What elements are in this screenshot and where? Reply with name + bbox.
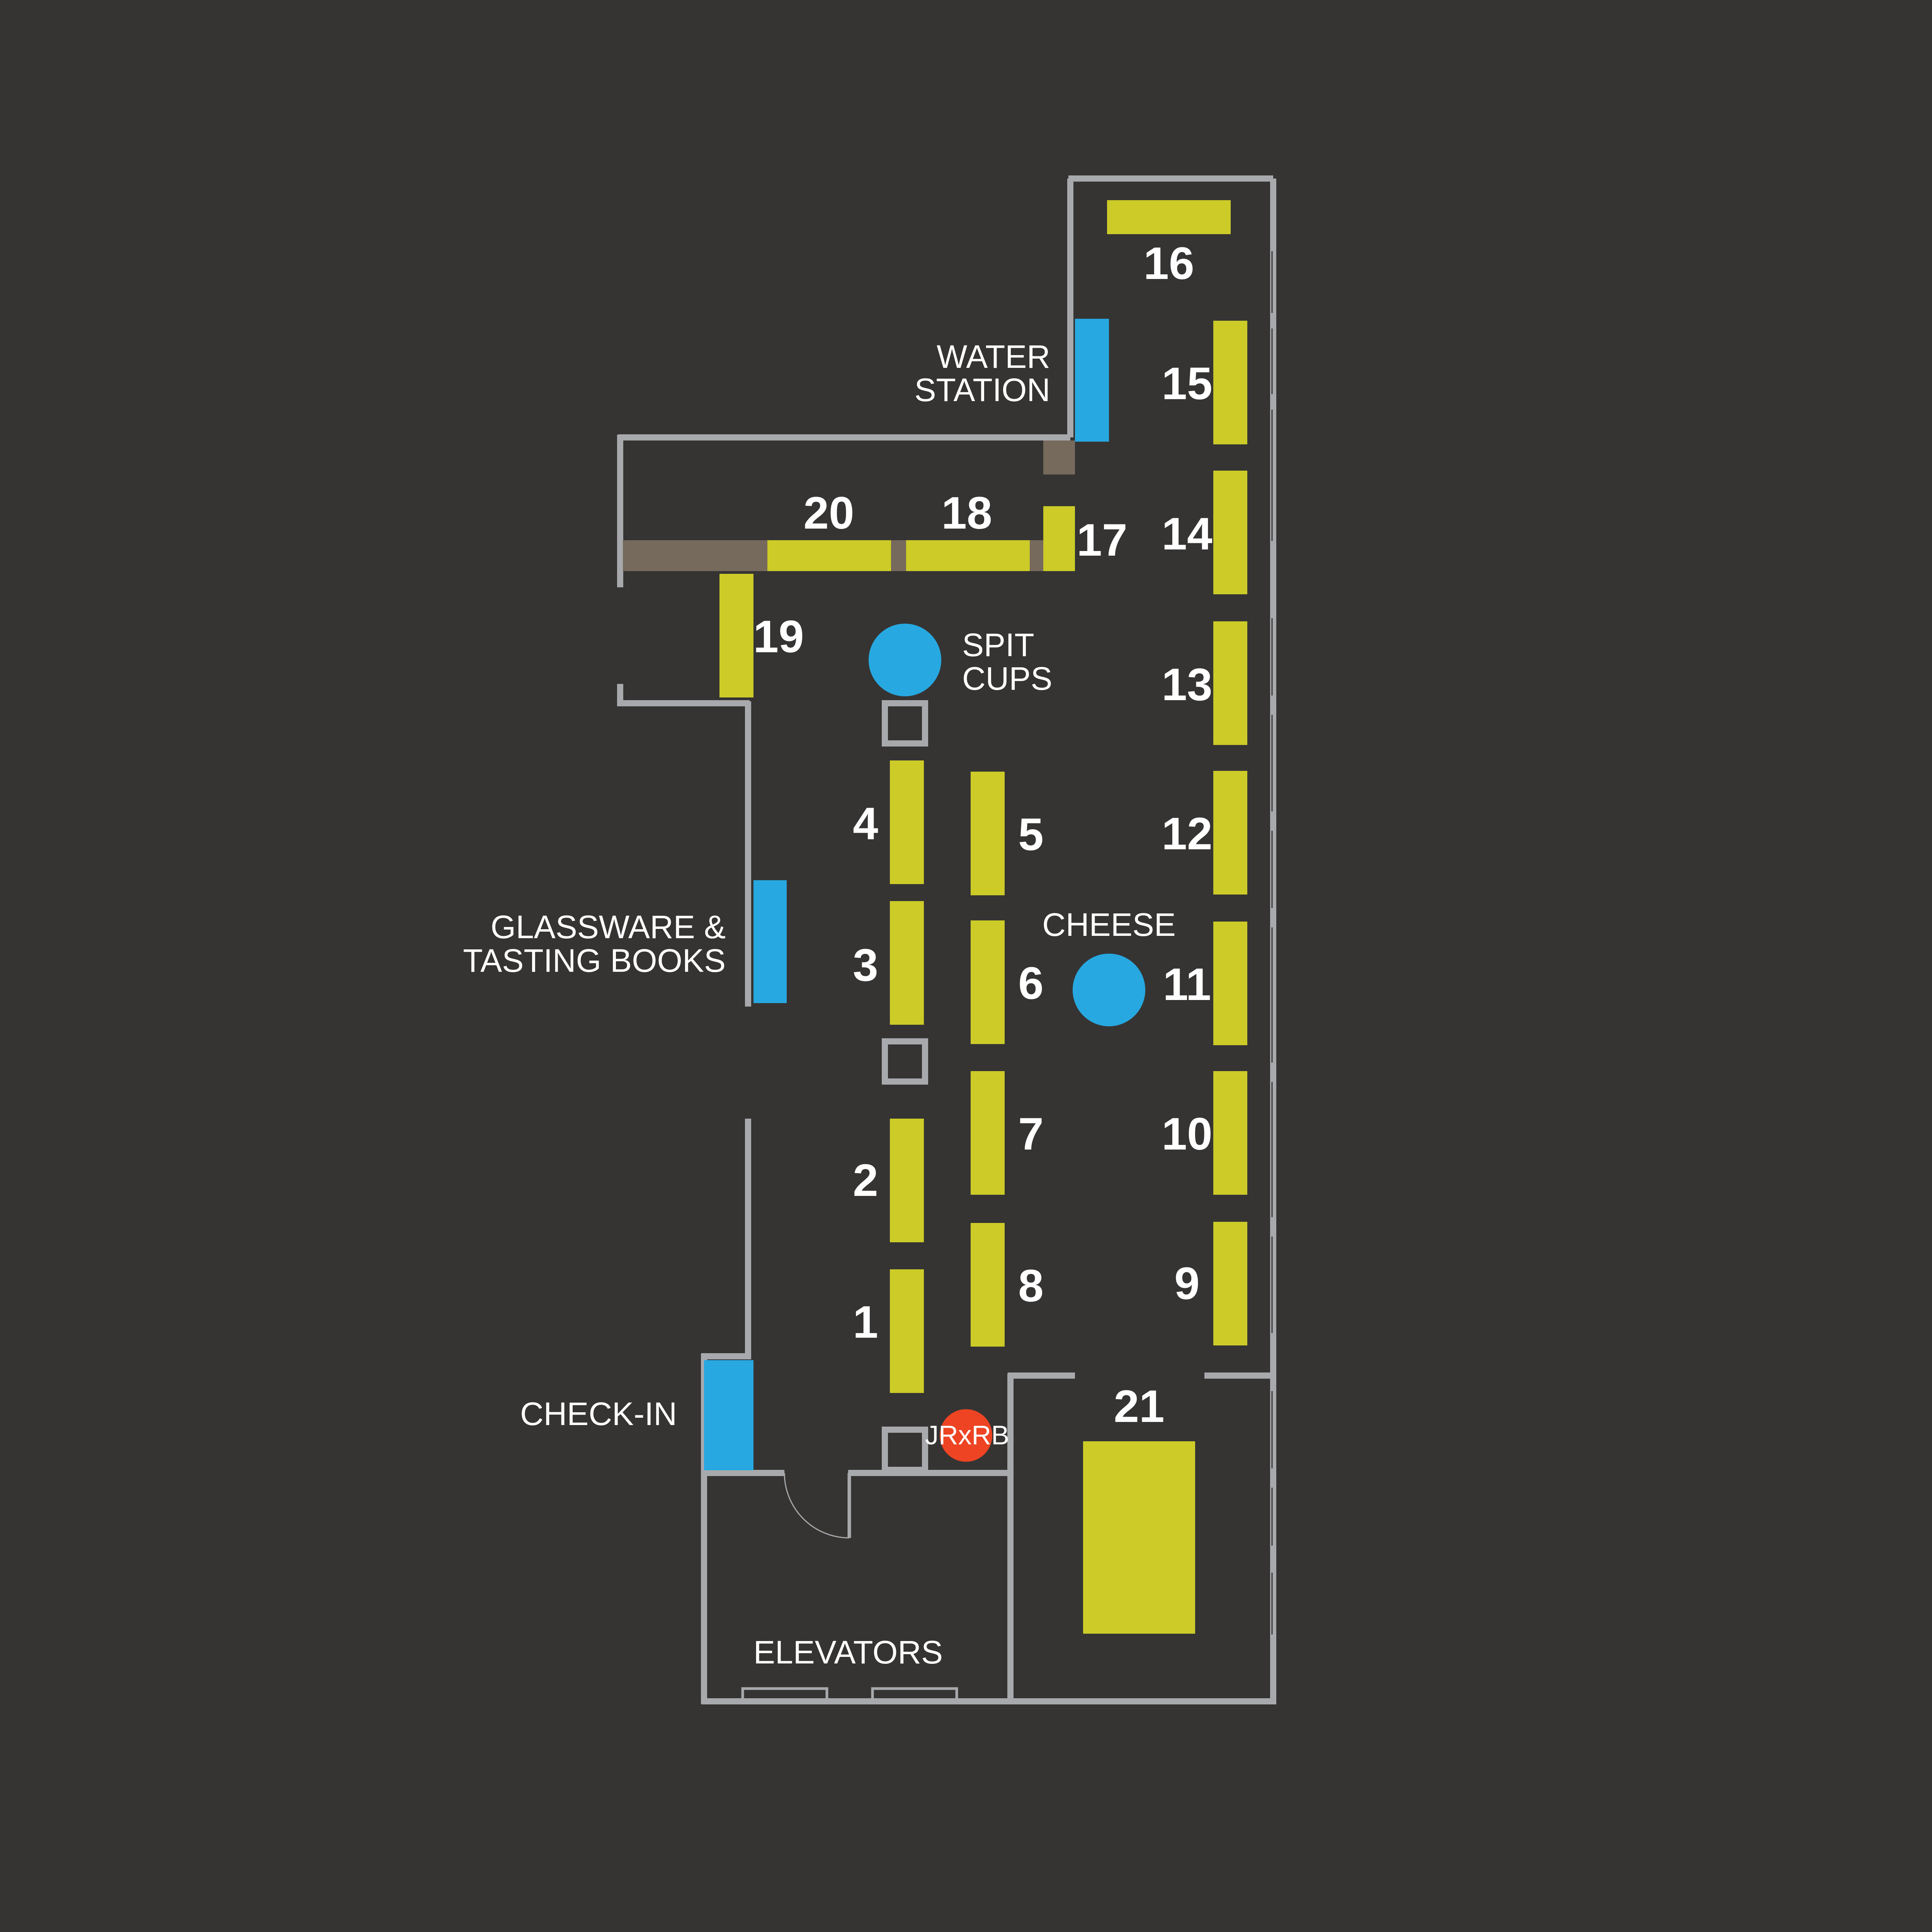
table-10-label: 10 — [1162, 1109, 1212, 1160]
glassware-label-line2: TASTING BOOKS — [463, 942, 726, 979]
table-10[interactable] — [1213, 1071, 1247, 1195]
table-4-label: 4 — [853, 798, 878, 849]
area-labels: WATER STATION SPIT CUPS CHEESE GLASSWARE… — [463, 338, 1176, 1670]
table-7-label: 7 — [1018, 1109, 1044, 1160]
elevator-door-2 — [871, 1687, 958, 1702]
table-9-label: 9 — [1174, 1258, 1200, 1309]
table-16-label: 16 — [1143, 238, 1194, 289]
table-6-label: 6 — [1018, 958, 1044, 1009]
column — [882, 700, 928, 747]
table-13-label: 13 — [1162, 659, 1212, 710]
table-14[interactable] — [1213, 471, 1247, 594]
table-12[interactable] — [1213, 771, 1247, 895]
table-1[interactable] — [890, 1269, 924, 1393]
special-booth-label: JRxRB — [925, 1420, 1009, 1450]
table-11-label: 11 — [1163, 959, 1211, 1010]
table-7[interactable] — [971, 1071, 1005, 1195]
table-18-label: 18 — [941, 488, 992, 539]
table-3[interactable] — [890, 901, 924, 1025]
column — [882, 1427, 928, 1473]
table-16[interactable] — [1107, 200, 1231, 234]
water-station-counter[interactable] — [1075, 319, 1109, 442]
check-in-label: CHECK-IN — [520, 1396, 677, 1432]
table-18[interactable] — [906, 540, 1030, 571]
table-5[interactable] — [971, 772, 1005, 895]
table-21-label: 21 — [1114, 1381, 1164, 1432]
table-1-label: 1 — [853, 1297, 878, 1348]
spit-cups-label-line1: SPIT — [962, 627, 1034, 663]
cheese-marker[interactable] — [1073, 954, 1145, 1026]
table-20-label: 20 — [803, 488, 854, 539]
table-4[interactable] — [890, 760, 924, 884]
table-3-label: 3 — [853, 940, 878, 991]
table-15-label: 15 — [1162, 358, 1212, 409]
amenities — [704, 319, 1145, 1470]
table-21[interactable] — [1083, 1441, 1195, 1634]
special-booth-marker[interactable] — [940, 1409, 992, 1462]
water-station-label-line1: WATER — [937, 338, 1050, 375]
table-20[interactable] — [767, 540, 891, 571]
elevators-label: ELEVATORS — [753, 1634, 943, 1670]
counter-block — [1043, 440, 1075, 474]
tables[interactable] — [719, 200, 1247, 1634]
door-swing — [784, 1473, 850, 1539]
table-13[interactable] — [1213, 621, 1247, 745]
spit-cups-marker[interactable] — [869, 624, 941, 696]
table-labels: 1 2 3 4 5 6 7 8 9 10 11 12 13 14 15 16 1… — [753, 238, 1212, 1432]
table-17[interactable] — [1043, 506, 1075, 571]
table-6[interactable] — [971, 920, 1005, 1044]
table-8[interactable] — [971, 1223, 1005, 1347]
spit-cups-label-line2: CUPS — [962, 660, 1052, 697]
table-15[interactable] — [1213, 321, 1247, 444]
table-2[interactable] — [890, 1119, 924, 1242]
table-14-label: 14 — [1162, 509, 1212, 560]
table-2-label: 2 — [853, 1155, 878, 1206]
water-station-label-line2: STATION — [914, 372, 1050, 408]
table-12-label: 12 — [1162, 808, 1212, 859]
table-8-label: 8 — [1018, 1260, 1044, 1311]
table-19-label: 19 — [753, 611, 804, 662]
table-19[interactable] — [719, 574, 753, 697]
table-17-label: 17 — [1077, 515, 1127, 566]
glassware-label-line1: GLASSWARE & — [491, 909, 726, 945]
checkin-counter[interactable] — [704, 1360, 753, 1470]
glassware-counter[interactable] — [753, 880, 787, 1003]
column — [882, 1038, 928, 1085]
elevator-door-1 — [741, 1687, 828, 1702]
table-11[interactable] — [1213, 922, 1247, 1045]
table-9[interactable] — [1213, 1222, 1247, 1345]
cheese-label: CHEESE — [1042, 906, 1175, 943]
table-5-label: 5 — [1018, 809, 1044, 860]
